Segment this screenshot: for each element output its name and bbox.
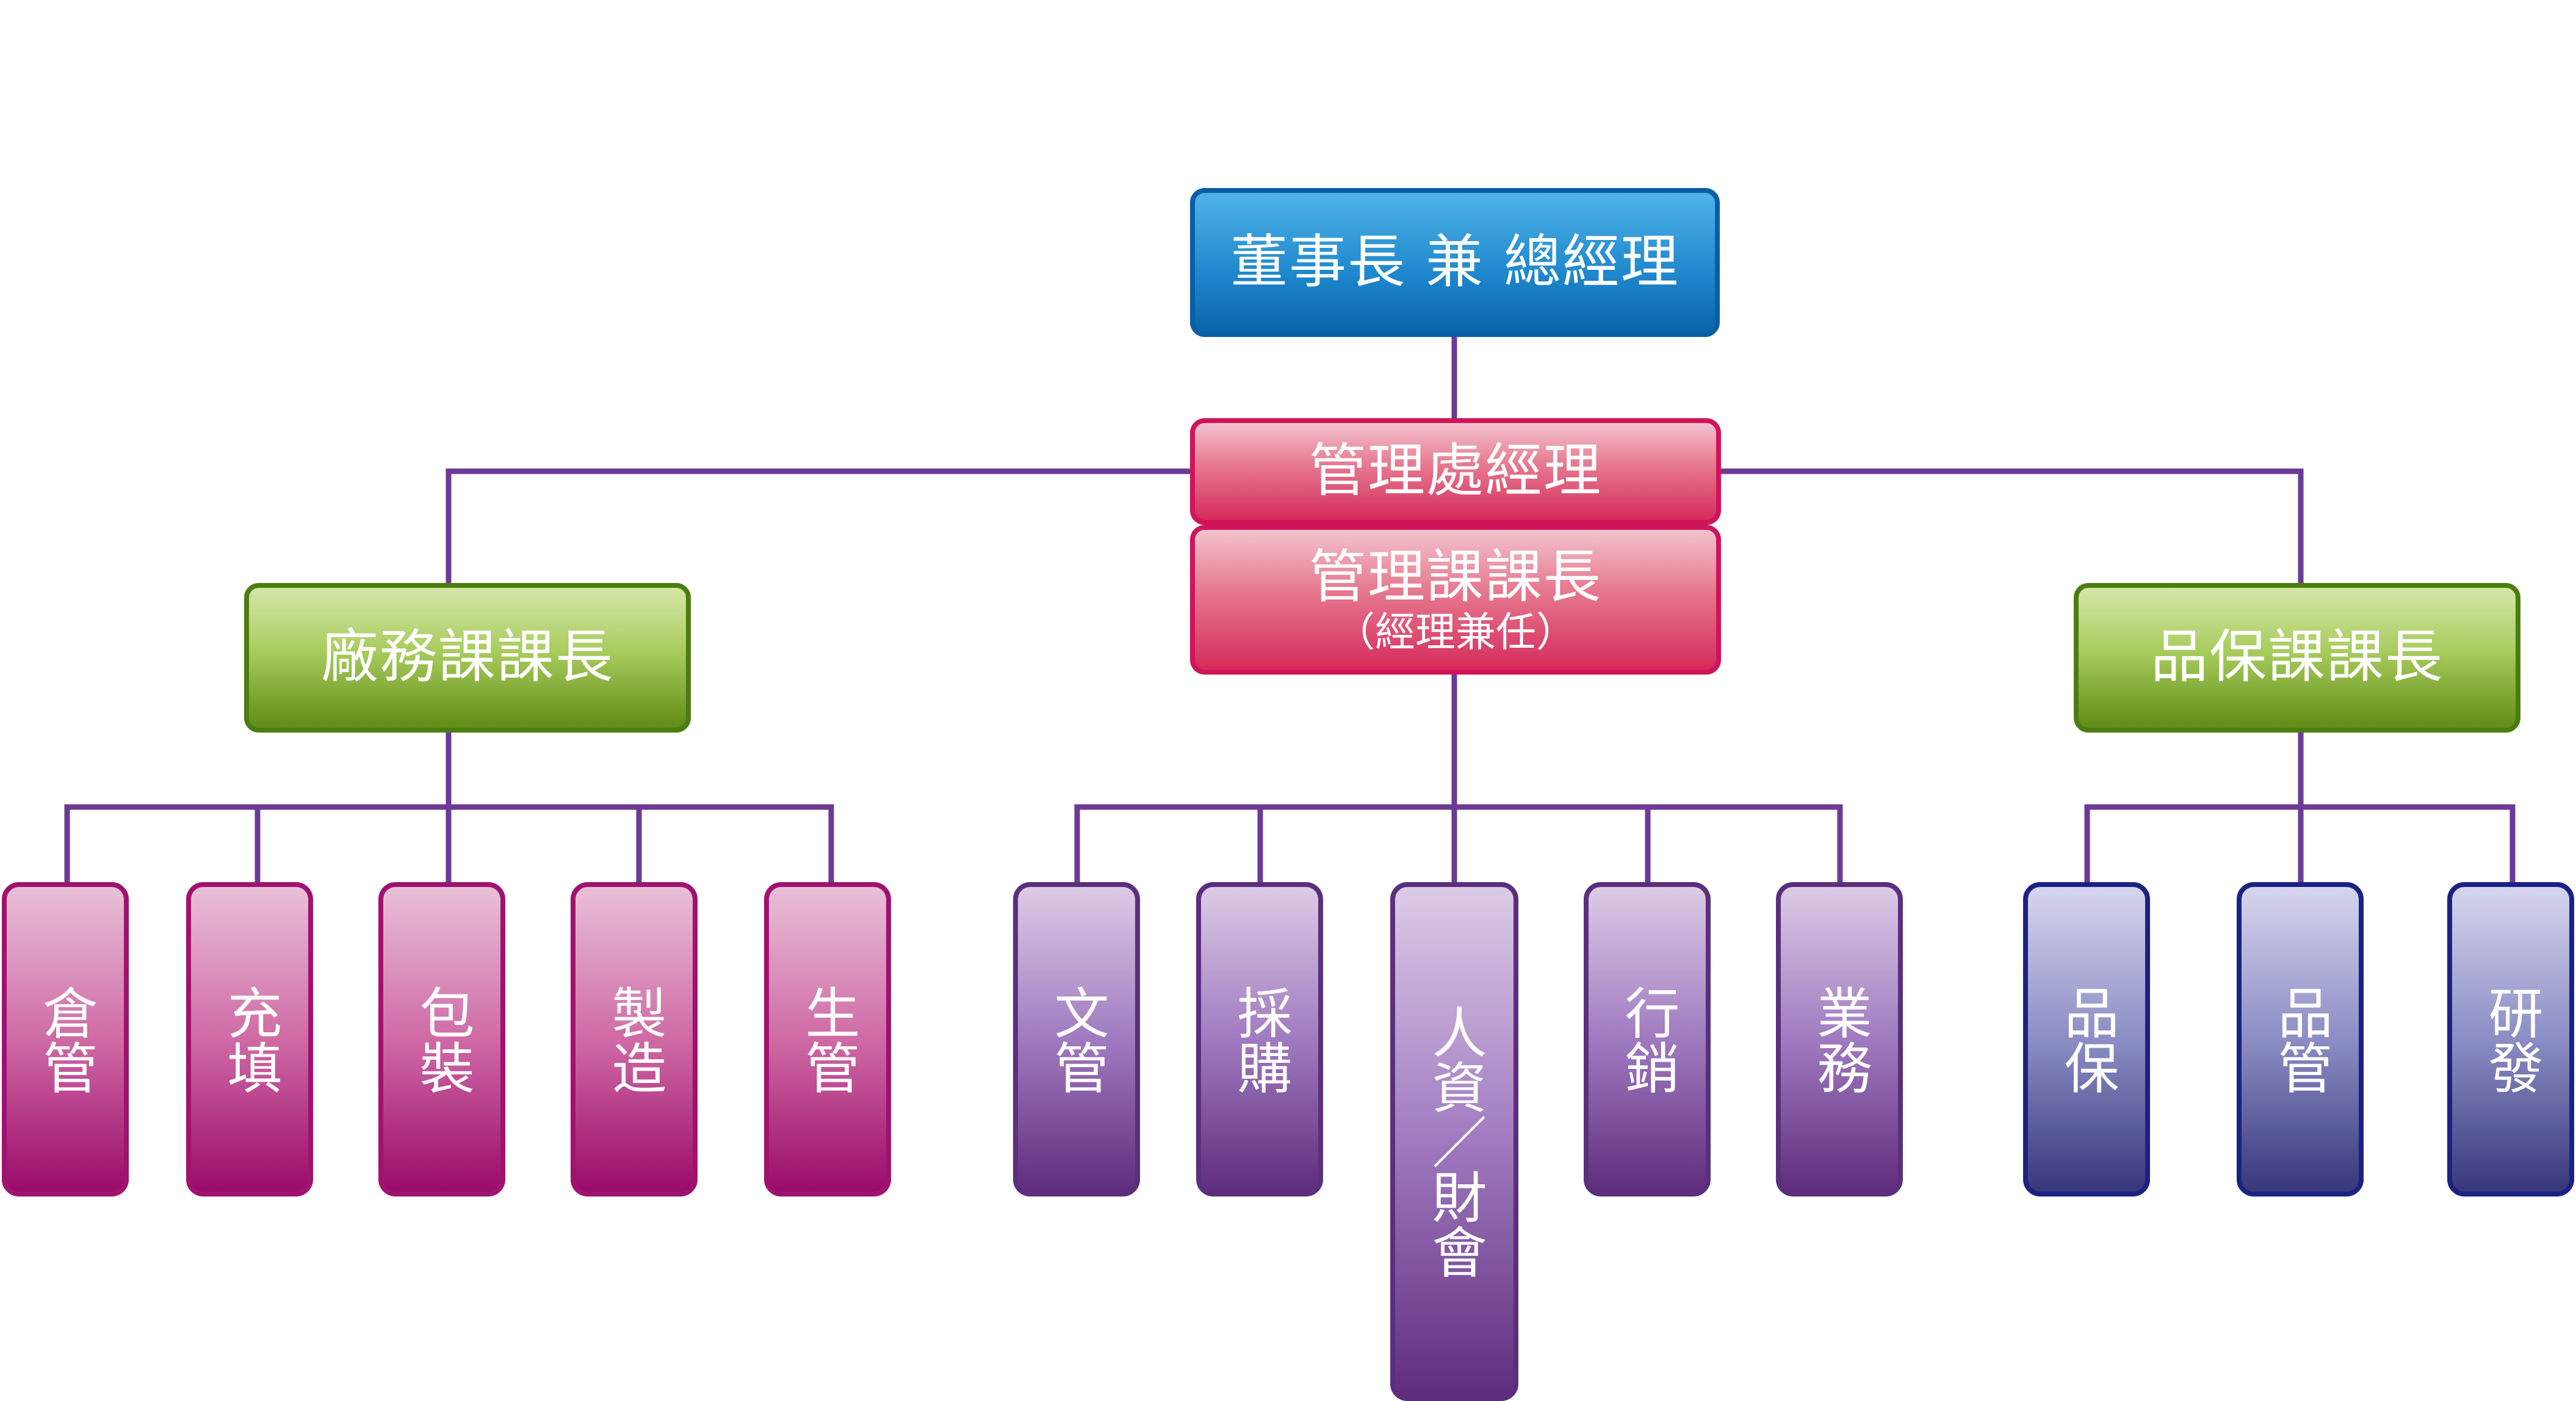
admin-manager-title: 管理處經理 [1308,438,1602,505]
unit-purchasing: 採購 [1196,882,1323,1196]
unit-label: 人資／財會 [1422,1004,1487,1279]
qa-section-title: 品保課課長 [2150,624,2444,691]
unit-packaging: 包裝 [378,882,505,1196]
unit-production-control: 生管 [764,882,891,1196]
admin-manager-box: 管理處經理 [1190,418,1721,525]
unit-rnd: 研發 [2447,882,2574,1196]
qa-section-box: 品保課課長 [2074,583,2520,733]
unit-label: 研發 [2478,984,2543,1095]
unit-label: 生管 [795,984,860,1095]
admin-section-box: 管理課課長 （經理兼任） [1190,525,1721,675]
unit-label: 包裝 [409,984,474,1095]
unit-label: 業務 [1807,984,1872,1095]
ceo-box: 董事長 兼 總經理 [1190,188,1720,337]
unit-warehouse: 倉管 [2,882,129,1196]
unit-quality-assurance: 品保 [2023,882,2150,1196]
unit-label: 倉管 [33,984,98,1095]
factory-section-box: 廠務課課長 [244,583,691,733]
unit-label: 採購 [1227,984,1292,1095]
unit-label: 品管 [2268,984,2332,1095]
factory-section-title: 廠務課課長 [320,624,614,691]
unit-filling: 充填 [186,882,313,1196]
unit-marketing: 行銷 [1584,882,1711,1196]
ceo-title: 董事長 兼 總經理 [1230,228,1679,295]
unit-label: 充填 [217,984,282,1095]
unit-label: 文管 [1044,984,1109,1095]
unit-sales: 業務 [1776,882,1903,1196]
unit-quality-control: 品管 [2237,882,2364,1196]
unit-label: 製造 [602,984,666,1095]
admin-section-title: 管理課課長 [1308,544,1602,611]
unit-hr-finance: 人資／財會 [1390,882,1518,1401]
unit-document-control: 文管 [1013,882,1140,1196]
unit-manufacturing: 製造 [571,882,698,1196]
admin-section-note: （經理兼任） [1335,609,1576,656]
unit-label: 品保 [2054,984,2119,1095]
unit-label: 行銷 [1615,984,1679,1095]
